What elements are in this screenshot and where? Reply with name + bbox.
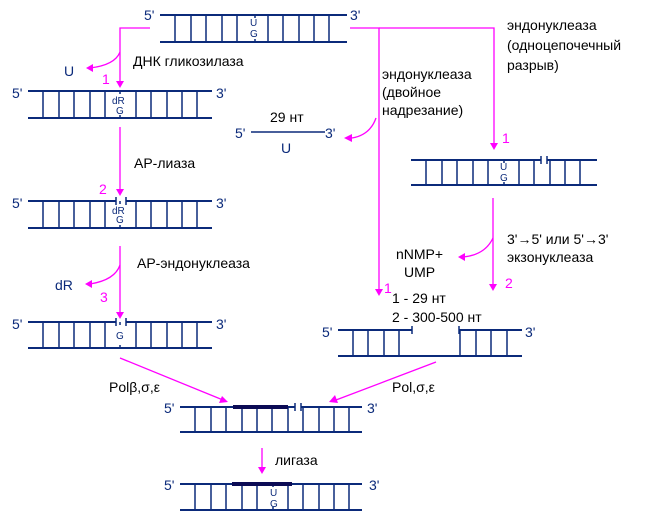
arrow-pol-beta [119,357,228,403]
base-bottom: G [500,173,508,184]
five-prime-label: 5' [12,85,22,101]
arrow-pol-right [329,361,437,403]
three-prime-label: 3' [350,7,360,23]
fragment-length: 29 нт [270,109,304,125]
pol-right-label: Pol,σ,ε [392,379,435,395]
three-prime-label: 3' [367,400,377,416]
three-prime-label: 3' [369,477,379,493]
endonuclease-double-line-3: надрезание) [382,102,463,118]
endonuclease-single-line-1: эндонуклеаза [507,17,597,33]
endonuclease-single-line-3: разрыв) [507,57,559,73]
glycosylase-label: ДНК гликозилаза [133,53,244,69]
endonuclease-double-line-2: (двойное [382,84,441,100]
three-prime-label: 3' [525,324,535,340]
step-2-label: 2 [99,181,107,197]
five-prime-label: 5' [12,195,22,211]
base-top: U [500,162,507,173]
base-top: dR [112,206,125,217]
duplex-2: 5' 3' dR G [12,195,226,229]
step-1-label: 1 [102,71,110,87]
gap-size-2: 2 - 300-500 нт [392,309,482,325]
arrow-ap-endonuclease [85,246,124,319]
polymerase-product-duplex: 5' 3' [164,400,377,433]
endonuclease-single-line-2: (одноцепочечный [507,37,621,53]
three-prime-label: 3' [325,125,335,141]
base-bottom: G [250,29,258,40]
five-prime-label: 5' [144,7,154,23]
five-prime-label: 5' [164,477,174,493]
arrow-exonuclease [458,198,497,291]
endonuclease-double-line-1: эндонуклеаза [382,66,472,82]
base-top: U [250,18,257,29]
right-duplex: U G [411,156,597,186]
ap-lyase-label: АР-лиаза [134,155,195,171]
arrow-double-incision [344,27,383,296]
arrow-glycosylase [86,27,150,88]
ligase-label: лигаза [275,452,318,468]
step-1-single-label: 1 [502,130,510,146]
five-prime-label: 5' [12,316,22,332]
released-nucleotides-line-2: UMP [404,264,435,280]
arrow-single-incision [379,27,498,150]
gapped-duplex: 5' 3' [322,324,535,357]
ap-endonuclease-label: АР-эндонуклеаза [137,255,250,271]
base-bottom: G [116,331,124,342]
fragment-base: U [281,140,291,156]
base-top: U [270,488,277,499]
three-prime-label: 3' [216,85,226,101]
base-top: dR [112,96,125,107]
arrow-ap-lyase [116,127,124,196]
arrow-ligase [258,448,266,474]
base-bottom: G [270,499,278,510]
exonuclease-line-2: экзонуклеаза [507,249,593,265]
three-prime-label: 3' [216,195,226,211]
released-nucleotides-line-1: nNMP+ [396,246,443,262]
five-prime-label: 5' [164,400,174,416]
five-prime-label: 5' [235,125,245,141]
five-prime-label: 5' [322,324,332,340]
step-1-double-label: 1 [384,280,392,296]
three-prime-label: 3' [216,316,226,332]
final-duplex: 5' 3' U G [164,477,379,511]
base-bottom: G [116,215,124,226]
step-3-label: 3 [100,289,108,305]
exonuclease-line-1: 3'→5' или 5'→3' [507,231,608,247]
gap-size-1: 1 - 29 нт [392,290,446,306]
excised-fragment: 29 нт 5' 3' U [235,109,335,156]
duplex-1: 5' 3' dR G [12,85,226,119]
released-uracil: U [64,63,74,79]
step-2-exo-label: 2 [505,275,513,291]
top-duplex: 5' 3' U G [144,7,360,43]
released-deoxyribose: dR [55,277,73,293]
duplex-3: 5' 3' G [12,316,226,349]
base-bottom: G [116,106,124,117]
pol-beta-label: Polβ,σ,ε [109,379,160,395]
